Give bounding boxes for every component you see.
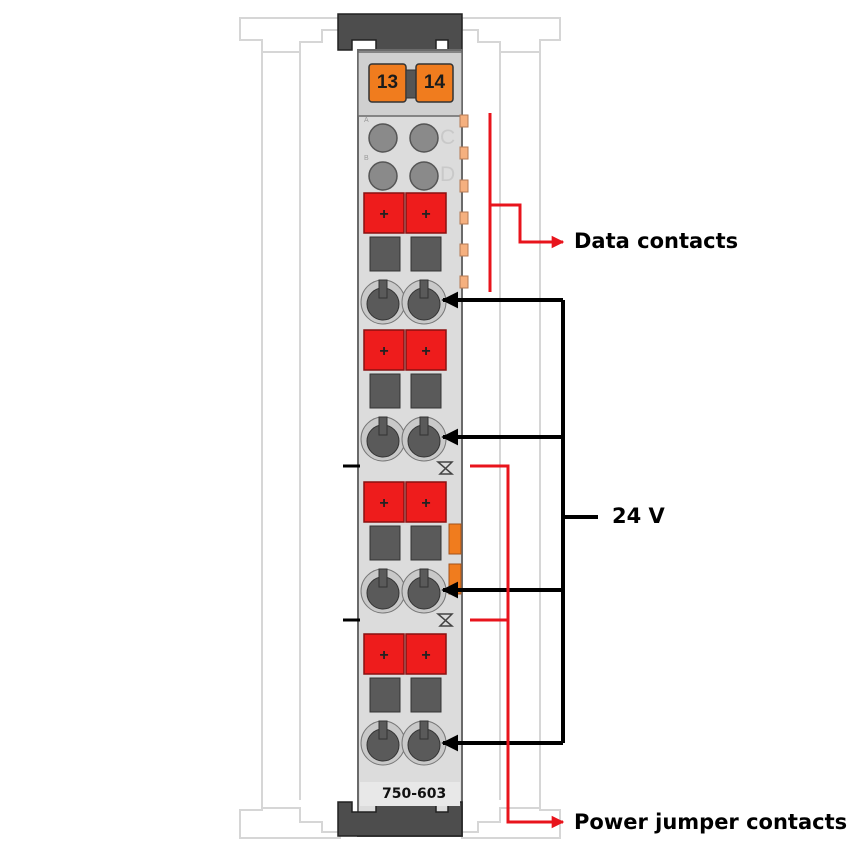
terminal-label-13: 13	[376, 72, 399, 93]
svg-text:+: +	[379, 647, 388, 664]
label-tab-14	[415, 63, 454, 103]
data-contact-tabs	[459, 114, 469, 289]
neighbour-module-outlines	[239, 17, 561, 839]
led-label-d: D	[440, 163, 456, 186]
push-button	[363, 192, 405, 234]
terminal-group-4: + +	[360, 633, 447, 766]
led-a	[368, 123, 398, 153]
svg-text:+: +	[379, 206, 388, 223]
push-button	[405, 192, 447, 234]
led-label-a: A	[364, 117, 369, 124]
terminal-group-1: + +	[360, 192, 447, 325]
terminal-label-14: 14	[423, 72, 446, 93]
supply-voltage-label: 24 V	[612, 504, 665, 528]
supply-voltage-arrows	[441, 291, 598, 752]
push-button	[405, 633, 447, 675]
svg-text:+: +	[421, 495, 430, 512]
svg-text:+: +	[379, 495, 388, 512]
svg-text:+: +	[421, 343, 430, 360]
led-label-b: B	[364, 155, 369, 162]
led-b	[368, 161, 398, 191]
svg-text:+: +	[379, 343, 388, 360]
push-button	[363, 633, 405, 675]
module-part-number: 750-603	[382, 786, 447, 802]
status-leds	[368, 123, 439, 191]
svg-text:+: +	[421, 206, 430, 223]
power-jumper-contacts-label: Power jumper contacts	[574, 810, 848, 834]
data-contacts-label: Data contacts	[574, 229, 739, 253]
led-c	[409, 123, 439, 153]
terminal-group-3: + +	[360, 481, 447, 614]
terminal-label-tabs	[368, 63, 454, 103]
led-label-c: C	[440, 126, 456, 149]
push-button	[405, 481, 447, 523]
push-button	[363, 481, 405, 523]
power-jumper-arrow	[470, 464, 565, 829]
led-d	[409, 161, 439, 191]
svg-text:+: +	[421, 647, 430, 664]
terminal-group-2: + +	[360, 329, 447, 462]
push-button	[363, 329, 405, 371]
data-contacts-arrow	[488, 113, 565, 292]
push-button	[405, 329, 447, 371]
